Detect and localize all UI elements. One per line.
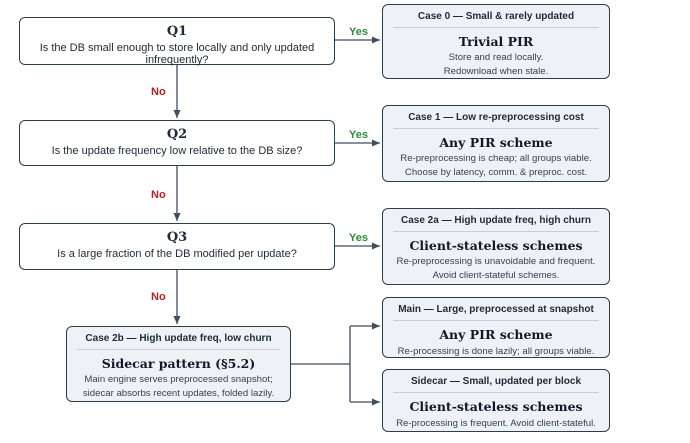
case-0-line-1: Store and read locally. [448,52,544,63]
case-2b-title: Sidecar pattern (§5.2) [101,356,256,371]
question-q2-text: Is the update frequency low relative to … [51,145,303,157]
main-box: Main — Large, preprocessed at snapshot A… [382,297,610,358]
question-q3-title: Q3 [166,230,188,245]
case-1-header: Case 1 — Low re-preprocessing cost [408,112,584,123]
edge-label-no-q1: No [151,86,166,98]
sidecar-header: Sidecar — Small, updated per block [410,376,582,387]
case-2a-title: Client-stateless schemes [409,238,583,253]
case-2b-line-1: Main engine serves preprocessed snapshot… [84,374,273,385]
edge-label-no-q3: No [151,291,166,303]
edge-label-no-q2: No [151,189,166,201]
question-q3: Q3 Is a large fraction of the DB modifie… [19,223,335,270]
case-2b-box: Case 2b — High update freq, low churn Si… [66,326,291,402]
sidecar-line-1: Re-processing is frequent. Avoid client-… [396,418,596,429]
case-2a-line-2: Avoid client-stateful schemes. [432,270,560,281]
edge-label-yes-q2: Yes [349,129,368,141]
case-0-divider [393,27,599,28]
case-2a-line-1: Re-preprocessing is unavoidable and freq… [396,256,596,267]
case-1-title: Any PIR scheme [439,135,553,150]
main-title: Any PIR scheme [439,327,553,342]
case-2a-box: Case 2a — High update freq, high churn C… [382,208,610,285]
case-2b-line-2: sidecar absorbs recent updates, folded l… [82,388,275,399]
question-q2: Q2 Is the update frequency low relative … [19,120,335,166]
case-2a-header: Case 2a — High update freq, high churn [400,215,592,226]
sidecar-divider [393,392,599,393]
question-q1-text: Is the DB small enough to store locally … [39,42,315,66]
main-line-1: Re-processing is done lazily; all groups… [397,346,595,357]
case-0-line-2: Redownload when stale. [443,66,549,77]
edge-label-yes-q3: Yes [349,232,368,244]
case-1-divider [393,128,599,129]
main-header: Main — Large, preprocessed at snapshot [398,304,594,315]
question-q1-title: Q1 [166,24,188,39]
case-0-header: Case 0 — Small & rarely updated [417,11,575,22]
question-q1: Q1 Is the DB small enough to store local… [19,17,335,66]
case-1-box: Case 1 — Low re-preprocessing cost Any P… [382,105,610,182]
case-2b-header: Case 2b — High update freq, low churn [85,333,272,344]
sidecar-box: Sidecar — Small, updated per block Clien… [382,369,610,432]
case-2a-divider [393,231,599,232]
question-q3-text: Is a large fraction of the DB modified p… [57,248,297,260]
case-1-line-2: Choose by latency, comm. & preproc. cost… [404,167,588,178]
edge-label-yes-q1: Yes [349,26,368,38]
case-0-title: Trivial PIR [458,34,534,49]
question-q2-title: Q2 [166,127,188,142]
case-1-line-1: Re-preprocessing is cheap; all groups vi… [400,153,592,164]
case-0-box: Case 0 — Small & rarely updated Trivial … [382,4,610,79]
sidecar-title: Client-stateless schemes [409,399,583,414]
main-divider [393,320,599,321]
case-2b-divider [77,349,280,350]
